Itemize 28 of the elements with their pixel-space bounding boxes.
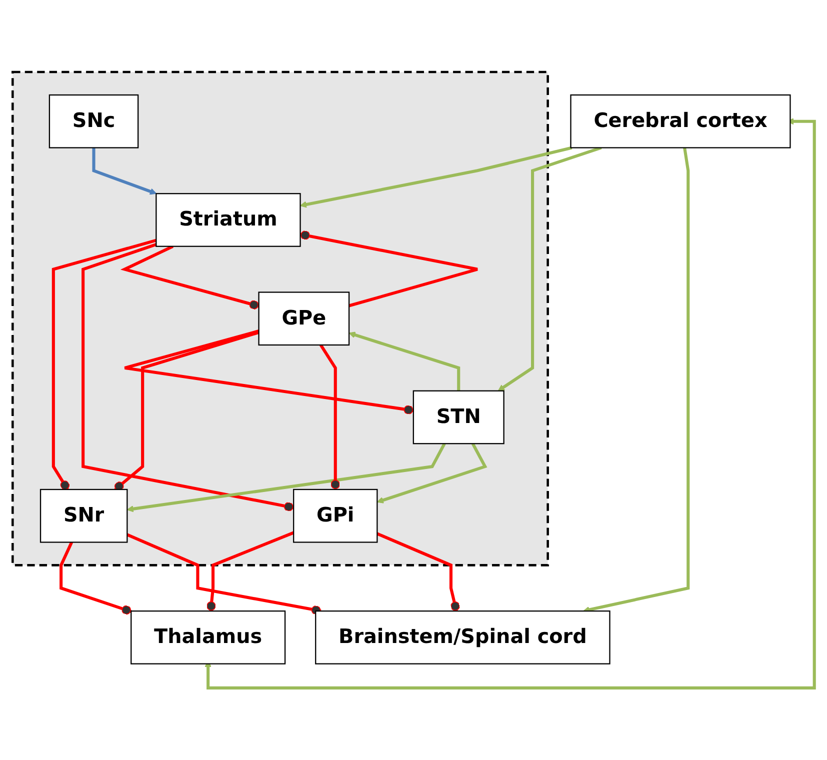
connector — [319, 344, 340, 490]
node-box: SNc — [48, 94, 139, 148]
arrow — [348, 332, 460, 391]
arrow — [300, 146, 572, 208]
arrow — [498, 146, 602, 392]
node-box: GPi — [293, 488, 378, 543]
connector — [114, 330, 260, 491]
connector — [82, 243, 294, 512]
connector — [120, 244, 260, 310]
node-box: Cerebral cortex — [570, 94, 791, 148]
connector — [126, 533, 322, 615]
node-box: Striatum — [156, 193, 301, 247]
connector — [52, 238, 157, 490]
node-box: STN — [412, 390, 504, 444]
arrow — [92, 148, 157, 195]
node-box: Thalamus — [130, 610, 286, 664]
connector — [300, 230, 479, 308]
connector — [376, 532, 460, 612]
connector — [206, 531, 294, 612]
arrow — [126, 442, 446, 512]
connector — [60, 542, 132, 615]
arrow — [376, 442, 488, 504]
node-box: GPe — [258, 292, 350, 346]
connector — [123, 330, 414, 414]
node-box: Brainstem/Spinal cord — [315, 610, 610, 664]
arrow — [204, 118, 816, 690]
cluster — [12, 70, 549, 566]
node-box: SNr — [40, 488, 128, 543]
